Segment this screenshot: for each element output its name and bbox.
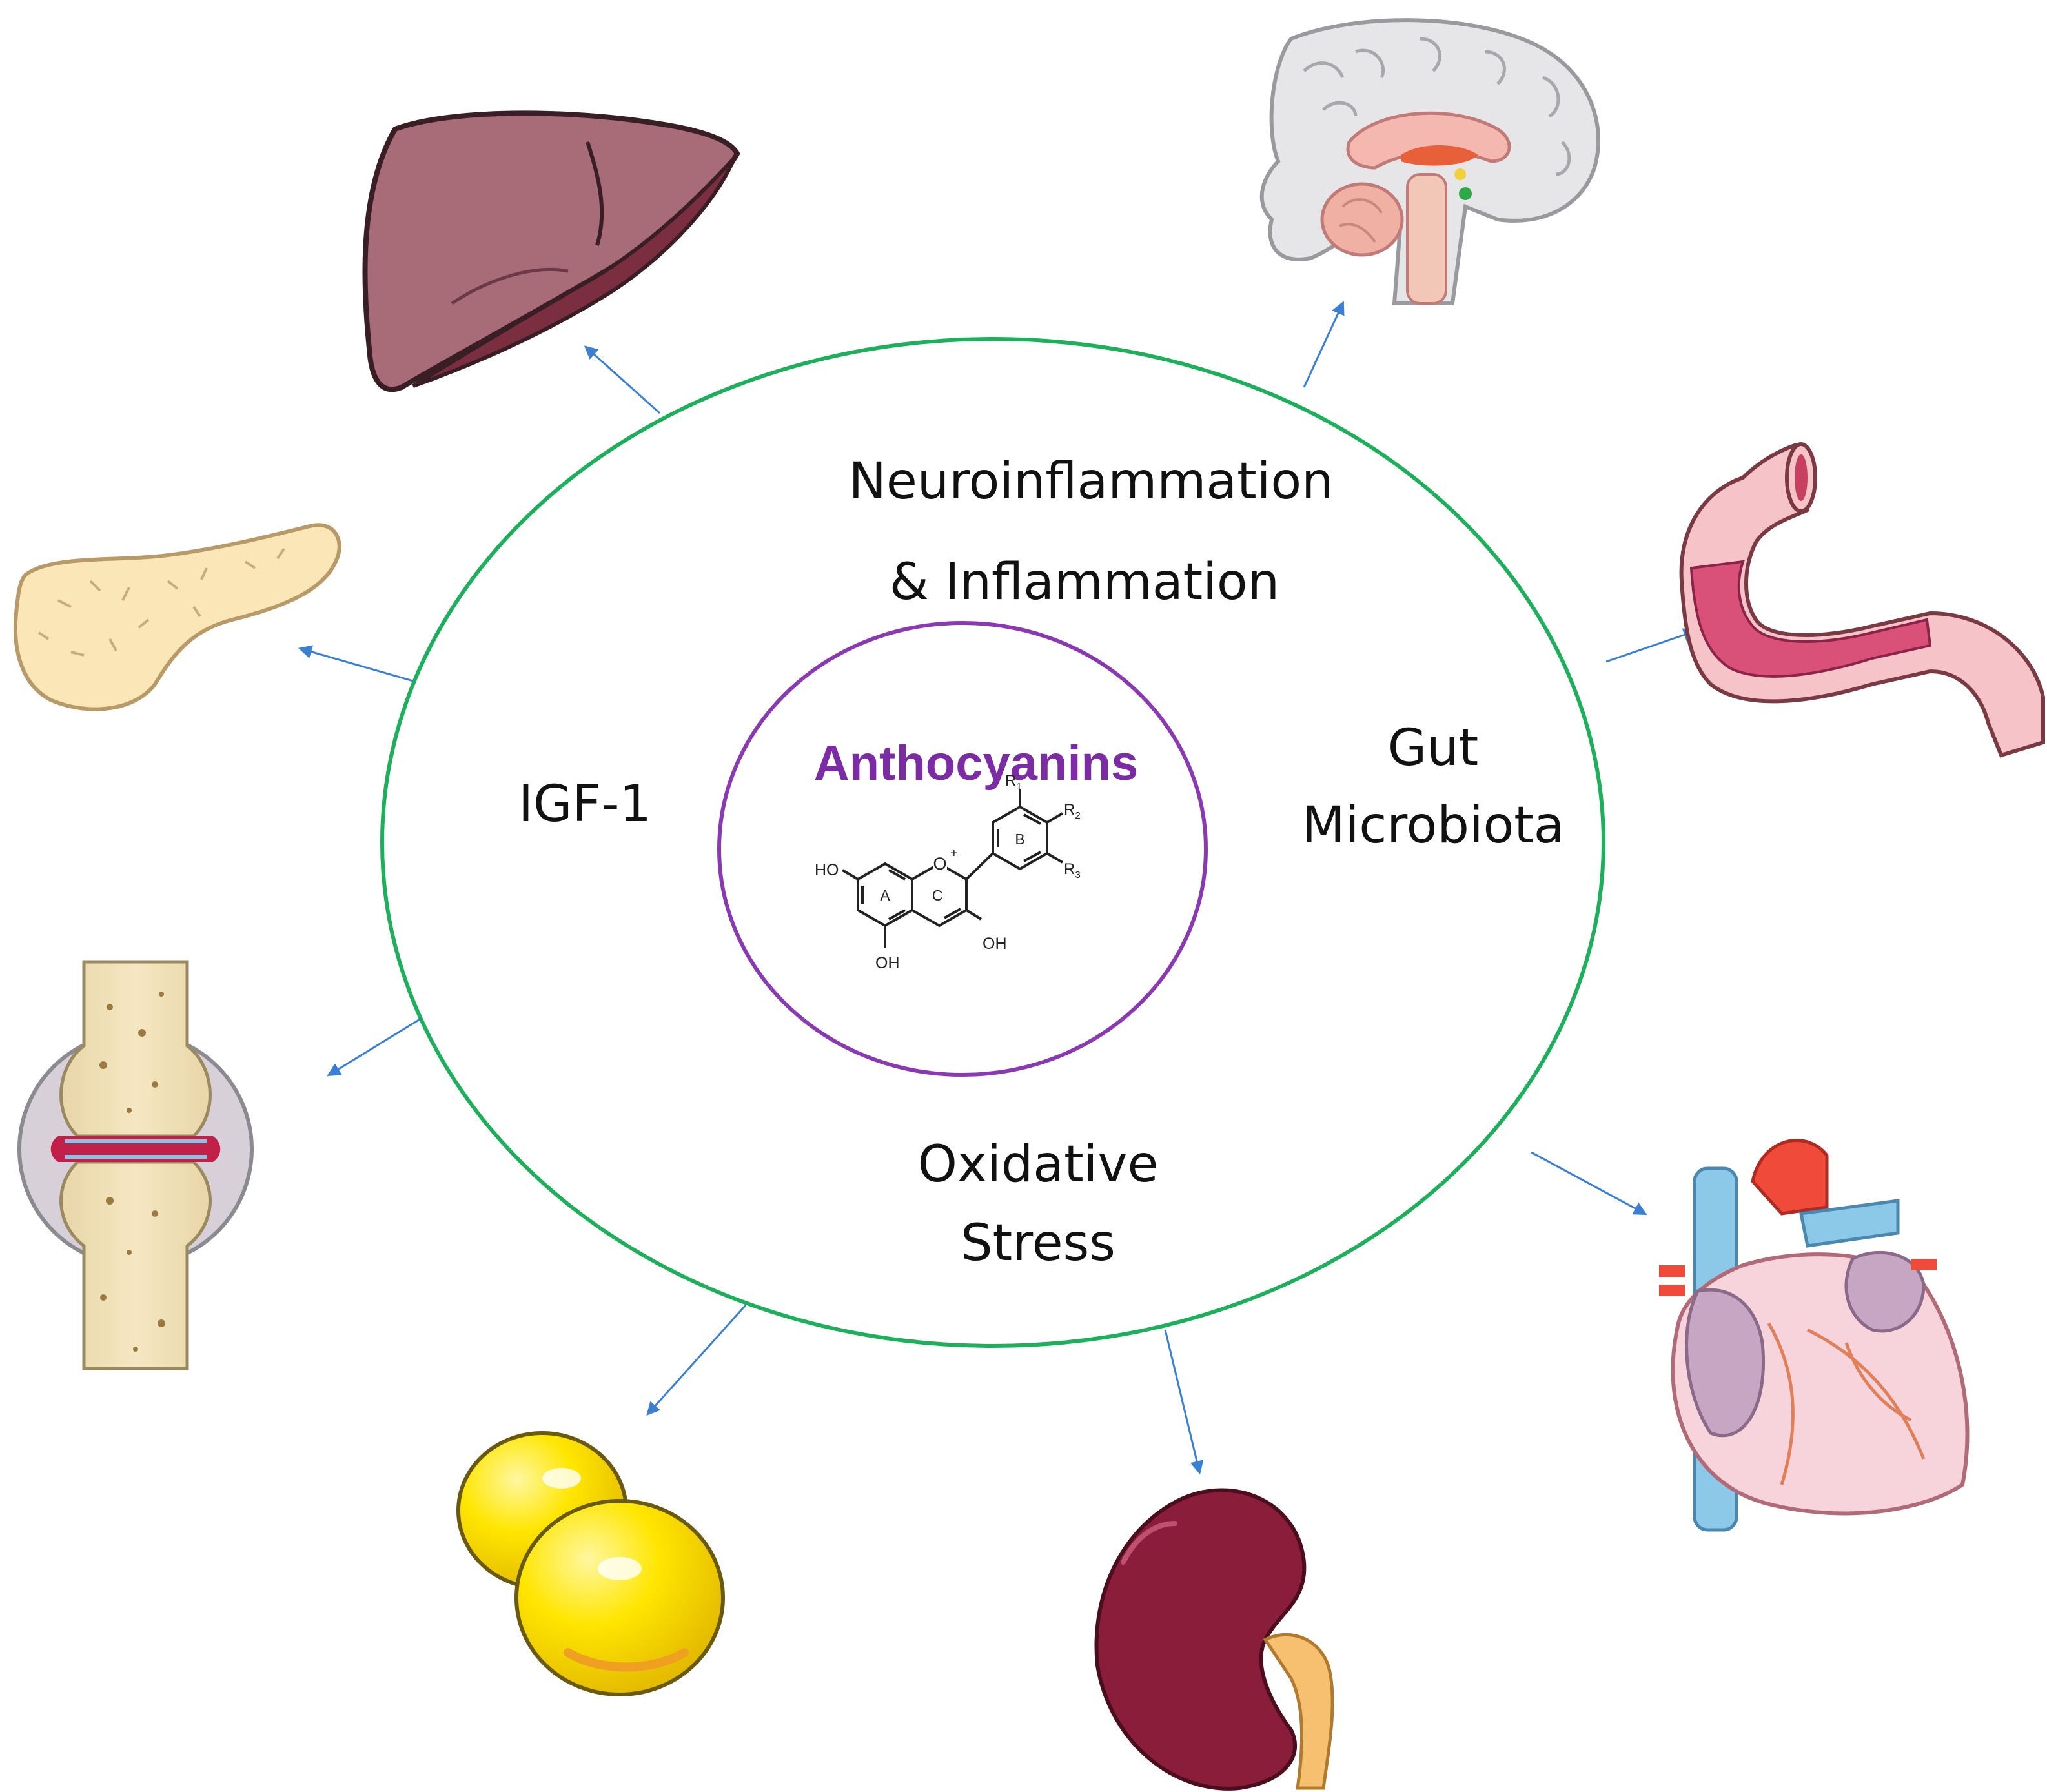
oxygen-charge: + (950, 846, 958, 860)
arrow-to-heart (1531, 1151, 1647, 1215)
joint-icon (17, 960, 254, 1370)
inflammation-label-line2: & Inflammation (890, 553, 1279, 611)
outer-ellipse (380, 337, 1605, 1348)
arrow-to-kidney (1164, 1329, 1204, 1475)
hydroxyl-5: OH (875, 954, 900, 972)
pancreas-icon (13, 523, 341, 711)
ring-a-label: A (880, 887, 890, 904)
anthocyanidin-structure (841, 789, 1064, 948)
gut-label-line1: Gut (1388, 719, 1478, 777)
ring-c-label: C (932, 887, 943, 904)
arrows (298, 301, 1697, 1475)
r2-label: R2 (1064, 801, 1081, 821)
arrow-to-liver (584, 345, 661, 414)
r3-label: R3 (1064, 860, 1081, 881)
hydroxyl-3: OH (983, 935, 1007, 953)
igf-label: IGF-1 (518, 775, 651, 833)
adipocyte-icon (456, 1431, 725, 1696)
oxidative-label-line2: Stress (961, 1214, 1115, 1272)
brain-icon (1259, 18, 1600, 305)
inflammation-label-line1: Neuroinflammation (848, 453, 1333, 511)
liver-icon (362, 110, 740, 392)
arrow-to-pancreas (298, 645, 414, 682)
center-title: Anthocyanins (814, 736, 1139, 791)
intestine-icon (1679, 442, 2045, 758)
arrow-to-adipocyte (646, 1304, 747, 1416)
ring-oxygen: O (933, 854, 946, 873)
arrow-to-intestine (1605, 628, 1697, 663)
arrow-to-brain (1303, 301, 1345, 388)
heart-icon (1659, 1139, 1970, 1532)
ring-b-label: B (1015, 831, 1024, 848)
gut-label-line2: Microbiota (1301, 797, 1564, 855)
kidney-icon (1094, 1488, 1334, 1791)
arrow-to-joint (327, 1017, 422, 1077)
inner-ellipse (717, 621, 1208, 1077)
hydroxyl-7: HO (815, 861, 839, 879)
oxidative-label-line1: Oxidative (918, 1135, 1159, 1194)
r1-label: R1 (1005, 772, 1022, 792)
